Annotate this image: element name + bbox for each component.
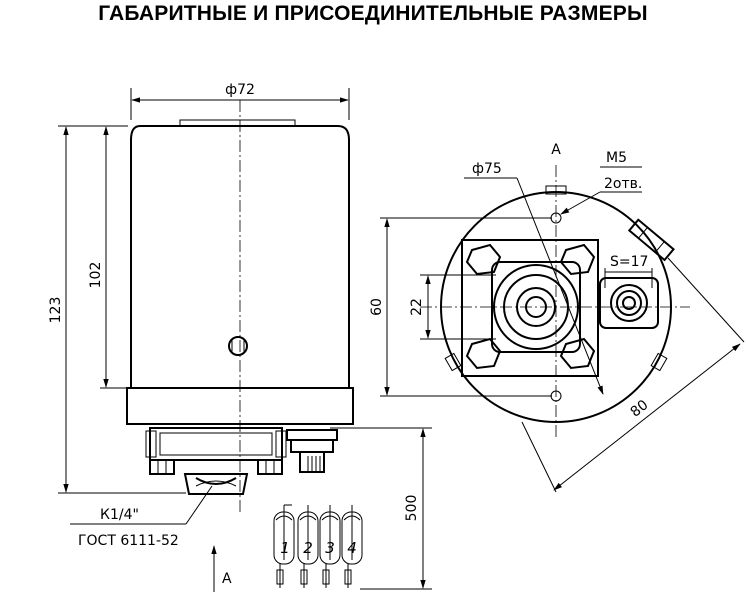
dim-cable-length: 500 xyxy=(404,495,420,522)
bolt-tr xyxy=(559,243,596,276)
base-block xyxy=(149,427,283,461)
bolt-bl xyxy=(465,337,502,370)
bolt-br xyxy=(559,337,596,370)
dim-bolt-spacing: 60 xyxy=(369,298,385,316)
view-a-arrow-label: А xyxy=(222,571,232,587)
drawing-title: ГАБАРИТНЫЕ И ПРИСОЕДИНИТЕЛЬНЫЕ РАЗМЕРЫ xyxy=(98,2,648,25)
dim-total-height: 123 xyxy=(48,297,64,324)
wire-label-1: 1 xyxy=(280,539,290,557)
dim-diagonal: 80 xyxy=(628,397,652,421)
dim-body-diameter: ф72 xyxy=(225,82,255,98)
thread-m5-label: М5 xyxy=(606,150,627,166)
gland-front xyxy=(599,277,659,329)
wire-label-4: 4 xyxy=(347,539,357,557)
cable-gland xyxy=(286,429,338,441)
central-boss xyxy=(491,261,581,353)
clamp-screw xyxy=(627,218,675,262)
top-tab xyxy=(545,185,567,195)
holes-count-label: 2отв. xyxy=(604,176,642,192)
view-a-title: А xyxy=(551,142,561,158)
wrench-size-label: S=17 xyxy=(610,254,648,270)
wire-label-2: 2 xyxy=(303,539,313,557)
dim-flange-diameter: ф75 xyxy=(472,161,502,177)
nut-left xyxy=(149,459,175,475)
standard-label: ГОСТ 6111-52 xyxy=(78,533,179,549)
front-view: А xyxy=(369,142,745,493)
wire-label-3: 3 xyxy=(325,539,335,557)
hex-fitting xyxy=(183,473,249,495)
dim-port-size: 22 xyxy=(409,298,425,316)
pressure-port xyxy=(516,287,556,327)
dim-body-height: 102 xyxy=(88,262,104,289)
square-plate xyxy=(461,239,599,377)
wire-bundle: 1 2 3 4 xyxy=(273,504,363,588)
nut-right xyxy=(257,459,283,475)
thread-spec-label: К1/4" xyxy=(100,507,139,523)
bolt-tl xyxy=(465,243,502,276)
side-view: ф72 123 102 К1/4" ГОСТ 6111-52 А 500 xyxy=(48,82,432,592)
body-screw xyxy=(228,336,248,356)
